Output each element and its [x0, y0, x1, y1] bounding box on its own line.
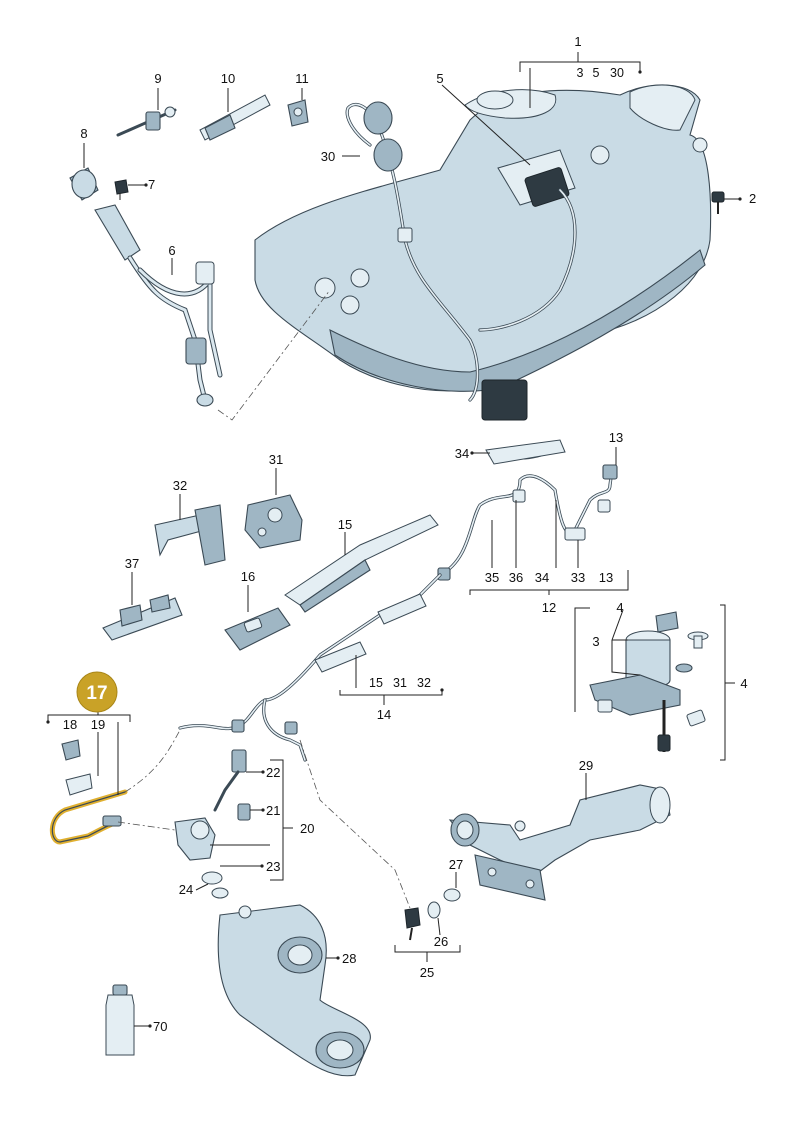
gasket-26: [427, 901, 441, 919]
callout-11: 11: [295, 71, 309, 86]
callout-labels: 1 3 5 30 2 5 6 7 8 9 10 11 30 34 13 35 3…: [63, 34, 756, 1034]
callout-14: 14: [377, 707, 391, 722]
sensor-group-20: [174, 749, 251, 899]
badge-17-label: 17: [86, 683, 107, 704]
callout-34-bottom: 34: [535, 570, 549, 585]
callout-14-sub-31: 31: [393, 676, 407, 690]
sleeve-19: [65, 773, 93, 796]
callout-27: 27: [449, 857, 463, 872]
callout-15: 15: [338, 517, 352, 532]
callout-4-small: 4: [616, 600, 623, 615]
assembly-link-line: [217, 289, 331, 421]
callout-22: 22: [266, 765, 280, 780]
callout-1-sub-30: 30: [610, 66, 624, 80]
callout-2: 2: [749, 191, 756, 206]
callout-31: 31: [269, 452, 283, 467]
filler-neck: [69, 167, 223, 407]
additive-bottle-70: [105, 984, 135, 1056]
harness-14: [178, 573, 442, 762]
fuel-tank: [254, 84, 712, 421]
callout-14-sub-15: 15: [369, 676, 383, 690]
small-part-9: [116, 106, 177, 137]
callout-23: 23: [266, 859, 280, 874]
callout-18: 18: [63, 717, 77, 732]
harness-12: [437, 439, 618, 581]
bracket-37: [102, 594, 183, 641]
callout-10: 10: [221, 71, 235, 86]
callout-5: 5: [436, 71, 443, 86]
bracket-15: [284, 514, 439, 613]
callout-1-sub-3: 3: [577, 66, 584, 80]
callout-12: 12: [542, 600, 556, 615]
hose-link-line: [117, 821, 176, 831]
callout-70: 70: [153, 1019, 167, 1034]
callout-21: 21: [266, 803, 280, 818]
callout-6: 6: [168, 243, 175, 258]
bracket-16: [224, 607, 291, 651]
callout-30: 30: [321, 149, 335, 164]
callout-4: 4: [740, 676, 747, 691]
callout-36: 36: [509, 570, 523, 585]
callout-35: 35: [485, 570, 499, 585]
badge-17: 17: [76, 671, 118, 713]
sensor-link-line: [299, 739, 411, 909]
callout-25: 25: [420, 965, 434, 980]
clamp-27: [443, 888, 461, 902]
callout-14-sub-32: 32: [417, 676, 431, 690]
pump-3: [589, 611, 709, 752]
callout-8: 8: [80, 126, 87, 141]
callout-37: 37: [125, 556, 139, 571]
hose-link-line-2: [124, 729, 181, 793]
callout-26: 26: [434, 934, 448, 949]
wiring-harness-30: [345, 101, 577, 402]
callout-29: 29: [579, 758, 593, 773]
bracket-32: [154, 504, 226, 566]
clip-18: [61, 739, 81, 761]
callout-34-top: 34: [455, 446, 469, 461]
callout-16: 16: [241, 569, 255, 584]
callout-32: 32: [173, 478, 187, 493]
small-part-11: [287, 99, 309, 127]
bracket-31: [244, 494, 303, 549]
catalyst-29: [448, 784, 671, 901]
callout-13-bottom: 13: [599, 570, 613, 585]
bolt-2: [711, 191, 725, 214]
callout-1: 1: [574, 34, 581, 49]
callout-7: 7: [148, 177, 155, 192]
callout-9: 9: [154, 71, 161, 86]
callout-1-sub-5: 5: [593, 66, 600, 80]
bolt-7: [114, 179, 129, 200]
sensor-25: [404, 907, 421, 941]
callout-28: 28: [342, 951, 356, 966]
callout-24: 24: [179, 882, 193, 897]
leader-dots: [46, 70, 742, 1028]
small-part-10: [199, 94, 271, 141]
particulate-filter-28: [217, 904, 371, 1077]
callout-leaders: [47, 52, 740, 1027]
callout-3: 3: [592, 634, 599, 649]
callout-13-top: 13: [609, 430, 623, 445]
hose-17-highlighted: [49, 789, 128, 845]
callout-19: 19: [91, 717, 105, 732]
callout-33: 33: [571, 570, 585, 585]
callout-20: 20: [300, 821, 314, 836]
